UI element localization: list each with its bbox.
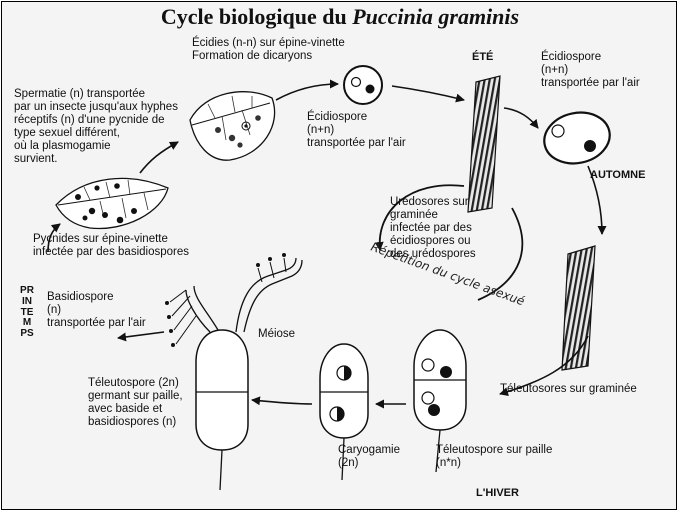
cycle-arrows [47,79,607,409]
ecidiospore-cell-center [343,65,383,105]
diagram-title: Cycle biologique du Puccinia graminis [160,4,520,29]
germinating-teleutospore [165,253,303,491]
season-autumn: AUTOMNE [590,169,646,181]
asexual-repetition-loop [374,184,524,301]
season-spring: PRINTEMPS [20,285,34,340]
ecidiospore-cell-right [543,111,611,165]
wheat-stem-summer [467,75,501,213]
season-summer: ÉTÉ [472,51,494,63]
label-teleutospore-paille: Téleutospore sur paille(n*n) [436,444,553,469]
caryogamie-spore [319,343,369,481]
label-ecidiospore-right: Écidiospore(n+n)transportée par l'air [541,51,640,89]
label-teleutosores: Téleutosores sur graminée [500,383,637,395]
label-caryogamie: Caryogamie(2n) [338,444,400,469]
label-teleutospore-germ: Téleutospore (2n)germant sur paille, ave… [88,377,183,428]
barberry-leaf-pycnides [55,177,169,230]
season-winter: L'HIVER [476,487,519,499]
label-meiose: Méiose [258,328,296,340]
label-basidiospore: Basidiospore(n)transportée par l'air [47,291,146,329]
label-ecidiospore-center: Écidiospore(n+n)transportée par l'air [307,111,406,149]
barberry-leaf-ecidies [189,91,276,161]
teleutospore-straw [413,329,467,473]
